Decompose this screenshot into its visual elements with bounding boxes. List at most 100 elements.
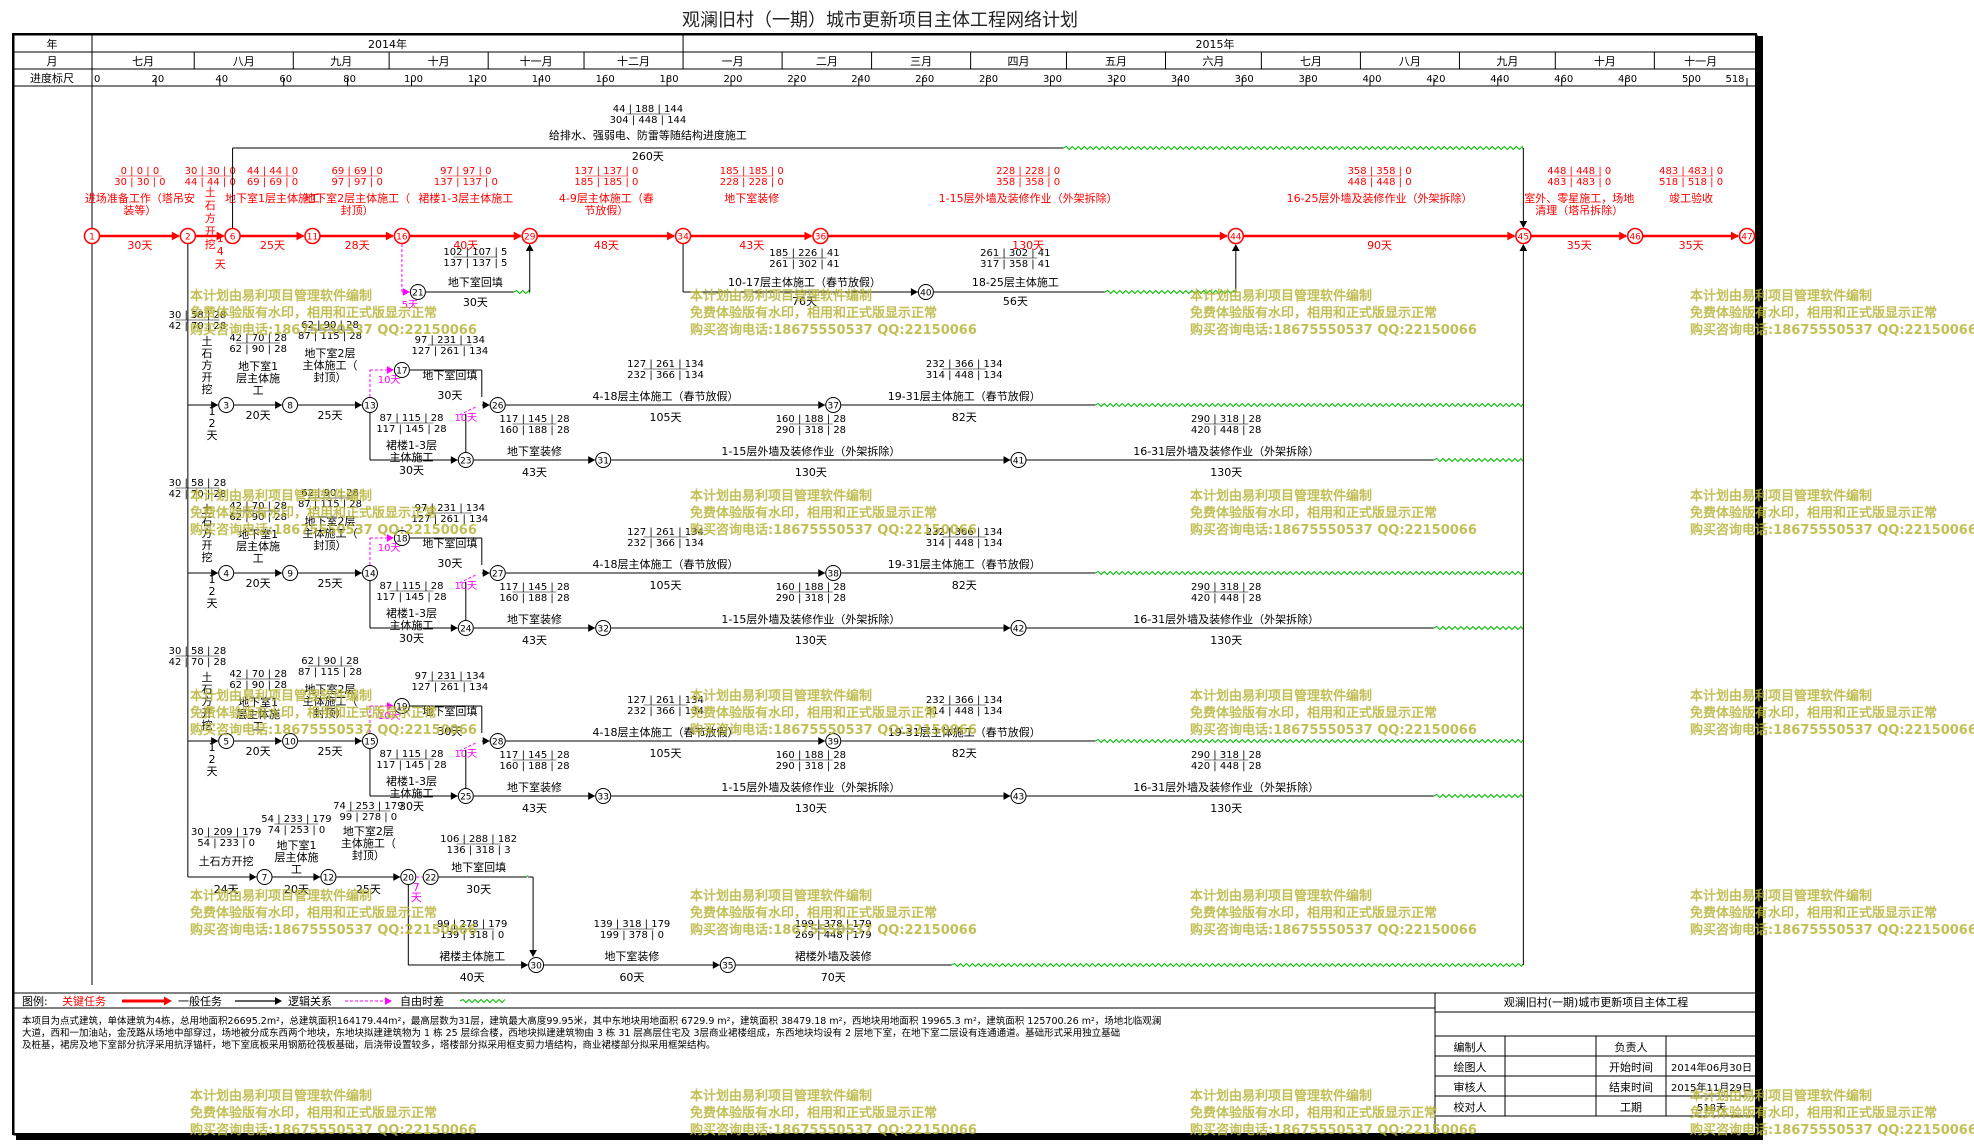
- month-label: 五月: [1105, 55, 1127, 68]
- watermark-text: 本计划由易利项目管理软件编制: [1690, 888, 1872, 904]
- critical-node: [393, 227, 411, 245]
- task-name: 主体施工: [389, 450, 433, 464]
- time-params: 87 | 115 | 28: [379, 413, 443, 424]
- time-params: 232 | 366 | 134: [926, 527, 1003, 538]
- event-node: [457, 620, 474, 636]
- scale-tick-label: 460: [1554, 74, 1573, 85]
- time-params: 232 | 366 | 134: [627, 706, 704, 717]
- time-params: 232 | 366 | 134: [627, 370, 704, 381]
- time-params: 99 | 278 | 0: [340, 812, 398, 823]
- free-float-label: 10天: [378, 711, 401, 722]
- watermark-text: 购买咨询电话:18675550537 QQ:22150066: [1190, 1122, 1477, 1138]
- time-params: 117 | 145 | 28: [499, 750, 569, 761]
- scale-tick-label: 80: [343, 74, 356, 85]
- task-name: 裙楼1-3层: [386, 438, 437, 452]
- watermark-text: 购买咨询电话:18675550537 QQ:22150066: [1690, 322, 1974, 338]
- task-name: 地下室回填: [448, 275, 503, 289]
- event-node-label: 19: [396, 703, 408, 713]
- free-float-arrow: [386, 366, 394, 374]
- scale-tick-label: 20: [152, 74, 165, 85]
- event-node: [595, 788, 612, 804]
- task-name: 挖: [202, 382, 213, 396]
- event-node-label: 32: [597, 625, 608, 635]
- arrow-head: [818, 401, 826, 409]
- time-params: 117 | 145 | 28: [376, 760, 446, 771]
- time-params: 518 | 518 | 0: [1659, 177, 1723, 188]
- event-node-label: 34: [677, 233, 689, 243]
- arrow-head: [275, 737, 283, 745]
- watermark-text: 免费体验版有水印，相用和正式版显示正常: [690, 305, 937, 321]
- arrow-head: [450, 456, 458, 464]
- arrow-head: [393, 873, 401, 881]
- task-duration: 82天: [952, 411, 977, 424]
- watermark-text: 购买咨询电话:18675550537 QQ:22150066: [190, 722, 477, 738]
- task-name: 地下室2层: [305, 514, 356, 528]
- task-name: 1-15层外墙及装修作业（外架拆除）: [721, 444, 900, 458]
- event-node-label: 31: [597, 457, 608, 467]
- scale-tick-label: 340: [1171, 74, 1190, 85]
- watermark-text: 本计划由易利项目管理软件编制: [190, 488, 372, 504]
- scale-tick-label: 0: [94, 74, 100, 85]
- task-duration: 43天: [522, 466, 547, 479]
- float-line: [513, 289, 531, 295]
- task-duration: 130天: [1210, 466, 1242, 479]
- event-node: [489, 397, 506, 413]
- free-float-label: 10天: [378, 375, 401, 386]
- frame-shadow: [1757, 36, 1763, 1138]
- time-params: 54 | 233 | 179: [261, 814, 331, 825]
- task-name: 4-9层主体施工（春: [559, 191, 654, 205]
- info-key: 编制人: [1454, 1040, 1487, 1054]
- event-node-label: 39: [828, 738, 840, 748]
- month-label: 六月: [1202, 55, 1224, 68]
- time-params: 62 | 90 | 28: [229, 680, 287, 691]
- row-label-month: 月: [47, 55, 58, 68]
- watermark-text: 免费体验版有水印，相用和正式版显示正常: [690, 905, 937, 921]
- critical-arrow-head: [804, 231, 813, 241]
- event-node-label: 30: [530, 962, 542, 972]
- time-params: 106 | 288 | 182: [440, 834, 517, 845]
- event-node: [1010, 452, 1027, 468]
- critical-arrow-head: [216, 231, 225, 241]
- event-node: [218, 733, 235, 749]
- task-name: 土: [202, 335, 213, 348]
- task-name: 封顶）: [352, 848, 385, 862]
- task-duration: 30天: [399, 464, 424, 477]
- month-label: 十一月: [520, 54, 553, 68]
- task-name: 进场准备工作（塔吊安: [85, 191, 195, 205]
- info-key: 绘图人: [1454, 1060, 1487, 1074]
- scale-tick-label: 300: [1043, 74, 1062, 85]
- critical-arrow-head: [1619, 231, 1628, 241]
- float-line: [1104, 289, 1237, 295]
- task-name: 挖: [205, 237, 216, 251]
- event-node-label: 36: [815, 233, 827, 243]
- event-node-label: 15: [364, 738, 375, 748]
- critical-node: [1515, 227, 1532, 245]
- task-duration: 天: [207, 765, 218, 778]
- arrow-head: [712, 961, 720, 969]
- scale-tick-label: 400: [1362, 74, 1381, 85]
- task-duration: 43天: [522, 802, 547, 815]
- time-params: 87 | 115 | 28: [379, 581, 443, 592]
- event-node: [825, 733, 842, 749]
- task-name: 4-18层主体施工（春节放假）: [593, 557, 739, 571]
- task-name: 封顶）: [314, 706, 347, 720]
- month-label: 七月: [1300, 55, 1322, 68]
- task-duration: 40天: [453, 239, 478, 252]
- info-value: 2015年11月29日: [1671, 1081, 1752, 1094]
- watermark-text: 免费体验版有水印，相用和正式版显示正常: [690, 1105, 937, 1121]
- event-node-label: 16: [396, 233, 408, 243]
- scale-tick-label: 280: [979, 74, 998, 85]
- time-params: 304 | 448 | 144: [610, 115, 687, 126]
- month-label: 七月: [132, 55, 154, 68]
- task-duration: 130天: [795, 802, 827, 815]
- task-name: 裙楼1-3层: [386, 606, 437, 620]
- critical-arrow-head: [667, 231, 676, 241]
- event-node: [422, 869, 439, 885]
- watermark-text: 本计划由易利项目管理软件编制: [690, 288, 872, 304]
- task-name: 地下室1: [238, 527, 278, 541]
- time-params: 102 | 107 | 5: [443, 247, 507, 258]
- arrow-head: [275, 401, 283, 409]
- event-node: [528, 957, 545, 973]
- task-duration: 1: [217, 232, 224, 245]
- task-name: 地下室1: [238, 359, 278, 373]
